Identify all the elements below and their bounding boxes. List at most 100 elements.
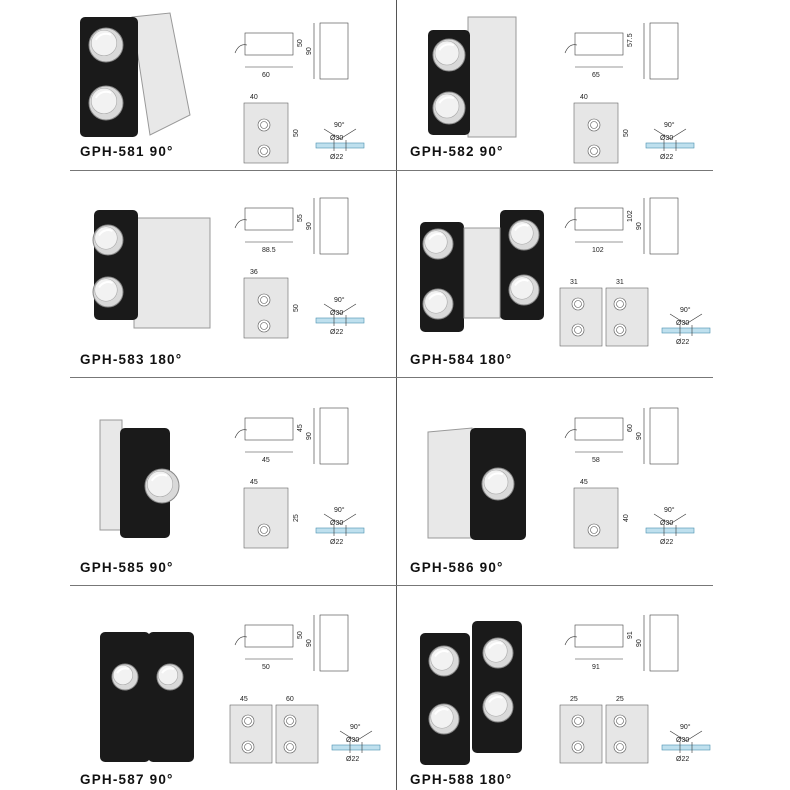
- hole-diameter-label: Ø30: [330, 135, 343, 142]
- clamp-knob: [428, 645, 460, 677]
- dimension-label: 90: [636, 432, 643, 440]
- clamp-knob: [481, 467, 515, 501]
- product-title: GPH-587 90°: [80, 772, 174, 787]
- product-code: GPH-585: [80, 560, 145, 575]
- hole-diameter-label: Ø22: [676, 339, 689, 346]
- product-angle: 90°: [479, 560, 504, 575]
- product-code: GPH-582: [410, 144, 475, 159]
- glass-plate-drawing: [243, 102, 289, 164]
- dimension-label: 90: [306, 639, 313, 647]
- hole-diameter-label: Ø30: [660, 135, 673, 142]
- clamp-knob: [144, 468, 180, 504]
- hole-diameter-label: Ø22: [346, 756, 359, 763]
- clamp-knob: [156, 663, 184, 691]
- dimension-label: 102: [592, 247, 604, 254]
- dimension-label: 50: [293, 129, 300, 137]
- dimension-label: 102: [627, 210, 634, 222]
- product-photo: [92, 210, 211, 329]
- rubber-pad: [100, 632, 150, 762]
- dimension-label: 45: [580, 479, 588, 486]
- product-angle: 180°: [479, 772, 513, 787]
- product-photo: [428, 16, 517, 138]
- dimension-label: 88.5: [262, 247, 276, 254]
- dimension-label: 91: [592, 664, 600, 671]
- dimension-label: 45: [262, 457, 270, 464]
- dimension-label: 90: [306, 47, 313, 55]
- clamp-knob: [111, 663, 139, 691]
- dimension-label: 50: [623, 129, 630, 137]
- product-angle: 90°: [149, 144, 174, 159]
- dimension-label: 55: [297, 214, 304, 222]
- clamp-knob: [432, 38, 466, 72]
- hole-diameter-label: Ø30: [660, 520, 673, 527]
- glass-plate-drawing: [605, 704, 649, 764]
- glass-plate-drawing: [229, 704, 273, 764]
- dimension-label: 57.5: [627, 33, 634, 47]
- dimension-label: 90: [306, 222, 313, 230]
- glass-plate-drawing: [573, 487, 619, 549]
- angle-label: 90°: [334, 506, 345, 514]
- dimension-label: 36: [250, 269, 258, 276]
- angle-label: 90°: [664, 121, 675, 129]
- clamp-knob: [482, 637, 514, 669]
- dimension-label: 40: [623, 514, 630, 522]
- row-divider: [70, 170, 713, 171]
- dimension-label: 31: [570, 279, 578, 286]
- glass-plate-drawing: [243, 277, 289, 339]
- hole-diameter-label: Ø30: [676, 320, 689, 327]
- dimension-label: 25: [616, 696, 624, 703]
- product-code: GPH-588: [410, 772, 475, 787]
- glass-plate-drawing: [243, 487, 289, 549]
- hole-diameter-label: Ø22: [660, 539, 673, 546]
- dimension-label: 45: [297, 424, 304, 432]
- dimension-label: 90: [636, 639, 643, 647]
- product-angle: 90°: [149, 560, 174, 575]
- dimension-label: 58: [592, 457, 600, 464]
- product-code: GPH-581: [80, 144, 145, 159]
- product-angle: 180°: [479, 352, 513, 367]
- dimension-label: 31: [616, 279, 624, 286]
- dimension-label: 25: [293, 514, 300, 522]
- dimension-label: 45: [240, 696, 248, 703]
- product-angle: 90°: [149, 772, 174, 787]
- dimension-label: 90: [636, 222, 643, 230]
- row-divider: [70, 377, 713, 378]
- angle-label: 90°: [334, 121, 345, 129]
- dimension-label: 50: [297, 631, 304, 639]
- product-code: GPH-583: [80, 352, 145, 367]
- glass-plate-drawing: [559, 704, 603, 764]
- clamp-knob: [92, 224, 124, 256]
- hole-diameter-label: Ø22: [660, 154, 673, 161]
- hole-diameter-label: Ø30: [676, 737, 689, 744]
- dimension-label: 60: [286, 696, 294, 703]
- product-photo: [100, 632, 194, 762]
- dimension-label: 25: [570, 696, 578, 703]
- product-photo: [99, 419, 180, 538]
- angle-label: 90°: [350, 723, 361, 731]
- clamp-knob: [508, 274, 540, 306]
- dimension-label: 50: [293, 304, 300, 312]
- product-title: GPH-583 180°: [80, 352, 182, 367]
- clamp-knob: [482, 691, 514, 723]
- angle-label: 90°: [680, 723, 691, 731]
- angle-label: 90°: [334, 296, 345, 304]
- clamp-knob: [92, 276, 124, 308]
- hole-diameter-label: Ø30: [346, 737, 359, 744]
